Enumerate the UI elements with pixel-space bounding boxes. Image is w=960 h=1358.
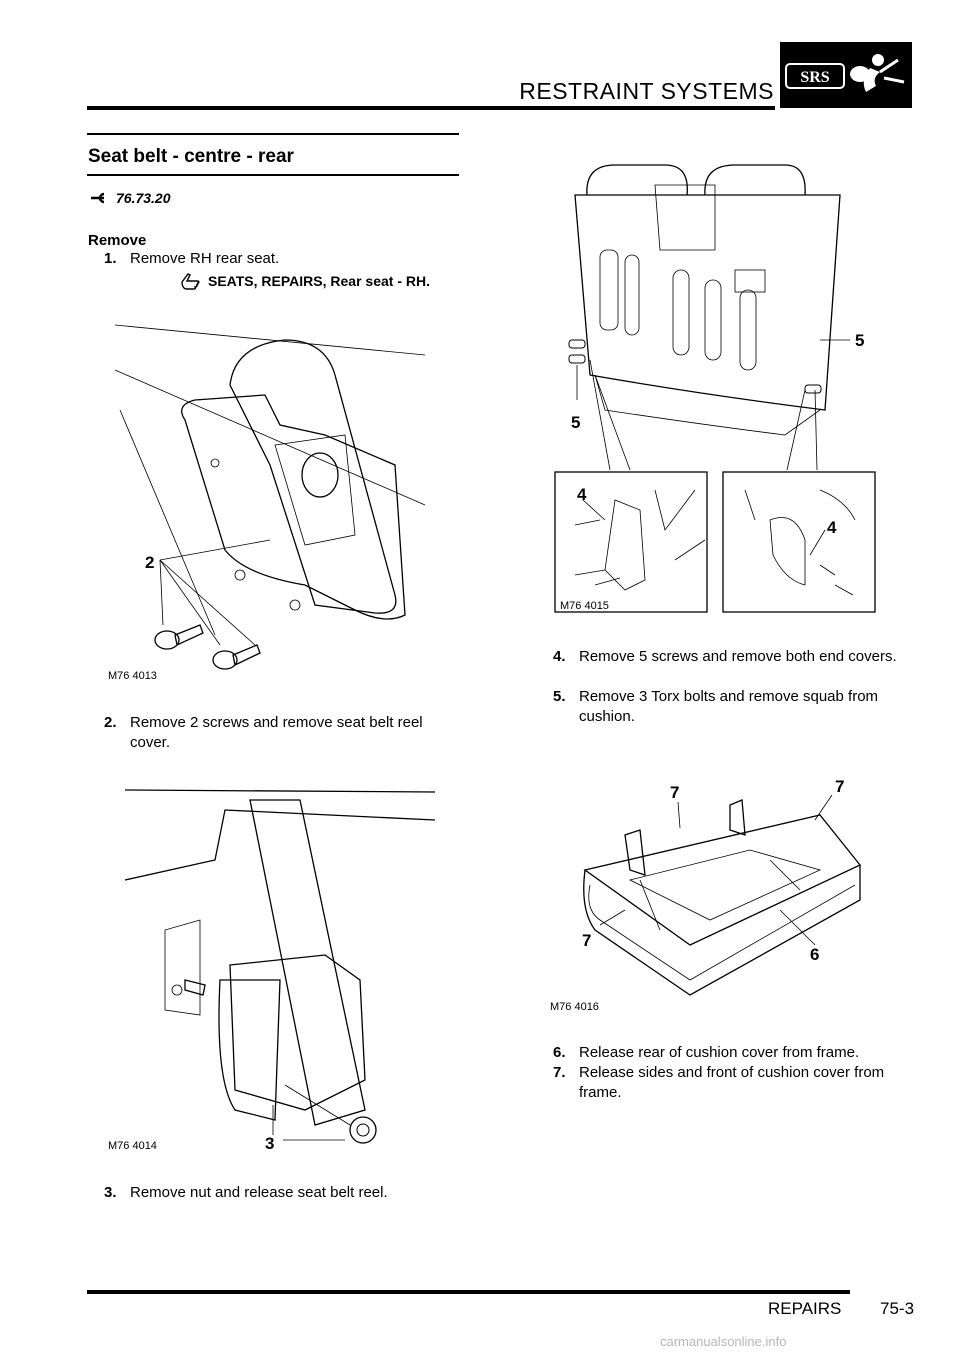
- figure-4014: 3 M76 4014: [108, 789, 436, 1153]
- callout-7: 7: [835, 777, 844, 796]
- footer-rule: [87, 1290, 850, 1294]
- airbag-person-icon: [850, 54, 905, 92]
- screw-icon: [212, 644, 261, 670]
- header-title: RESTRAINT SYSTEMS: [519, 78, 774, 104]
- op-code: 76.73.20: [116, 190, 171, 206]
- figure-4013: 2 M76 4013: [108, 324, 426, 682]
- figure-4016: 7 7 7 6 M76 4016: [550, 777, 862, 1013]
- figure-caption: M76 4014: [108, 1140, 157, 1152]
- figure-caption: M76 4016: [550, 1001, 599, 1013]
- remove-heading: Remove: [88, 232, 147, 249]
- figure-caption: M76 4015: [560, 600, 609, 612]
- section-rule-bottom: [87, 174, 459, 176]
- xref-link[interactable]: SEATS, REPAIRS, Rear seat - RH.: [208, 273, 430, 289]
- callout-5: 5: [571, 413, 580, 432]
- callout-6: 6: [810, 945, 819, 964]
- callout-4: 4: [577, 485, 587, 504]
- footer-section-label: REPAIRS: [768, 1299, 842, 1318]
- callout-4: 4: [827, 518, 837, 537]
- op-code-line: 76.73.20: [90, 190, 171, 206]
- callout-2: 2: [145, 553, 154, 572]
- srs-logo: SRS: [780, 42, 912, 108]
- callout-5: 5: [855, 331, 864, 350]
- screw-icon: [568, 339, 822, 394]
- figure-caption: M76 4013: [108, 670, 157, 682]
- header-rule: [87, 106, 775, 110]
- callout-7: 7: [582, 931, 591, 950]
- screw-icon: [154, 624, 204, 650]
- nut-icon: [349, 1116, 377, 1144]
- callout-3: 3: [265, 1134, 274, 1153]
- logo-text: SRS: [800, 69, 829, 86]
- section-title: Seat belt - centre - rear: [88, 146, 294, 167]
- srs-badge-icon: SRS: [785, 63, 845, 89]
- figure-4015: 5 5 4 4 M76 4015: [554, 164, 876, 613]
- section-rule-top: [87, 133, 459, 135]
- wrench-icon: [90, 190, 116, 206]
- page-number: 75-3: [880, 1299, 915, 1318]
- watermark: carmanualsonline.info: [660, 1334, 787, 1349]
- callout-7: 7: [670, 783, 679, 802]
